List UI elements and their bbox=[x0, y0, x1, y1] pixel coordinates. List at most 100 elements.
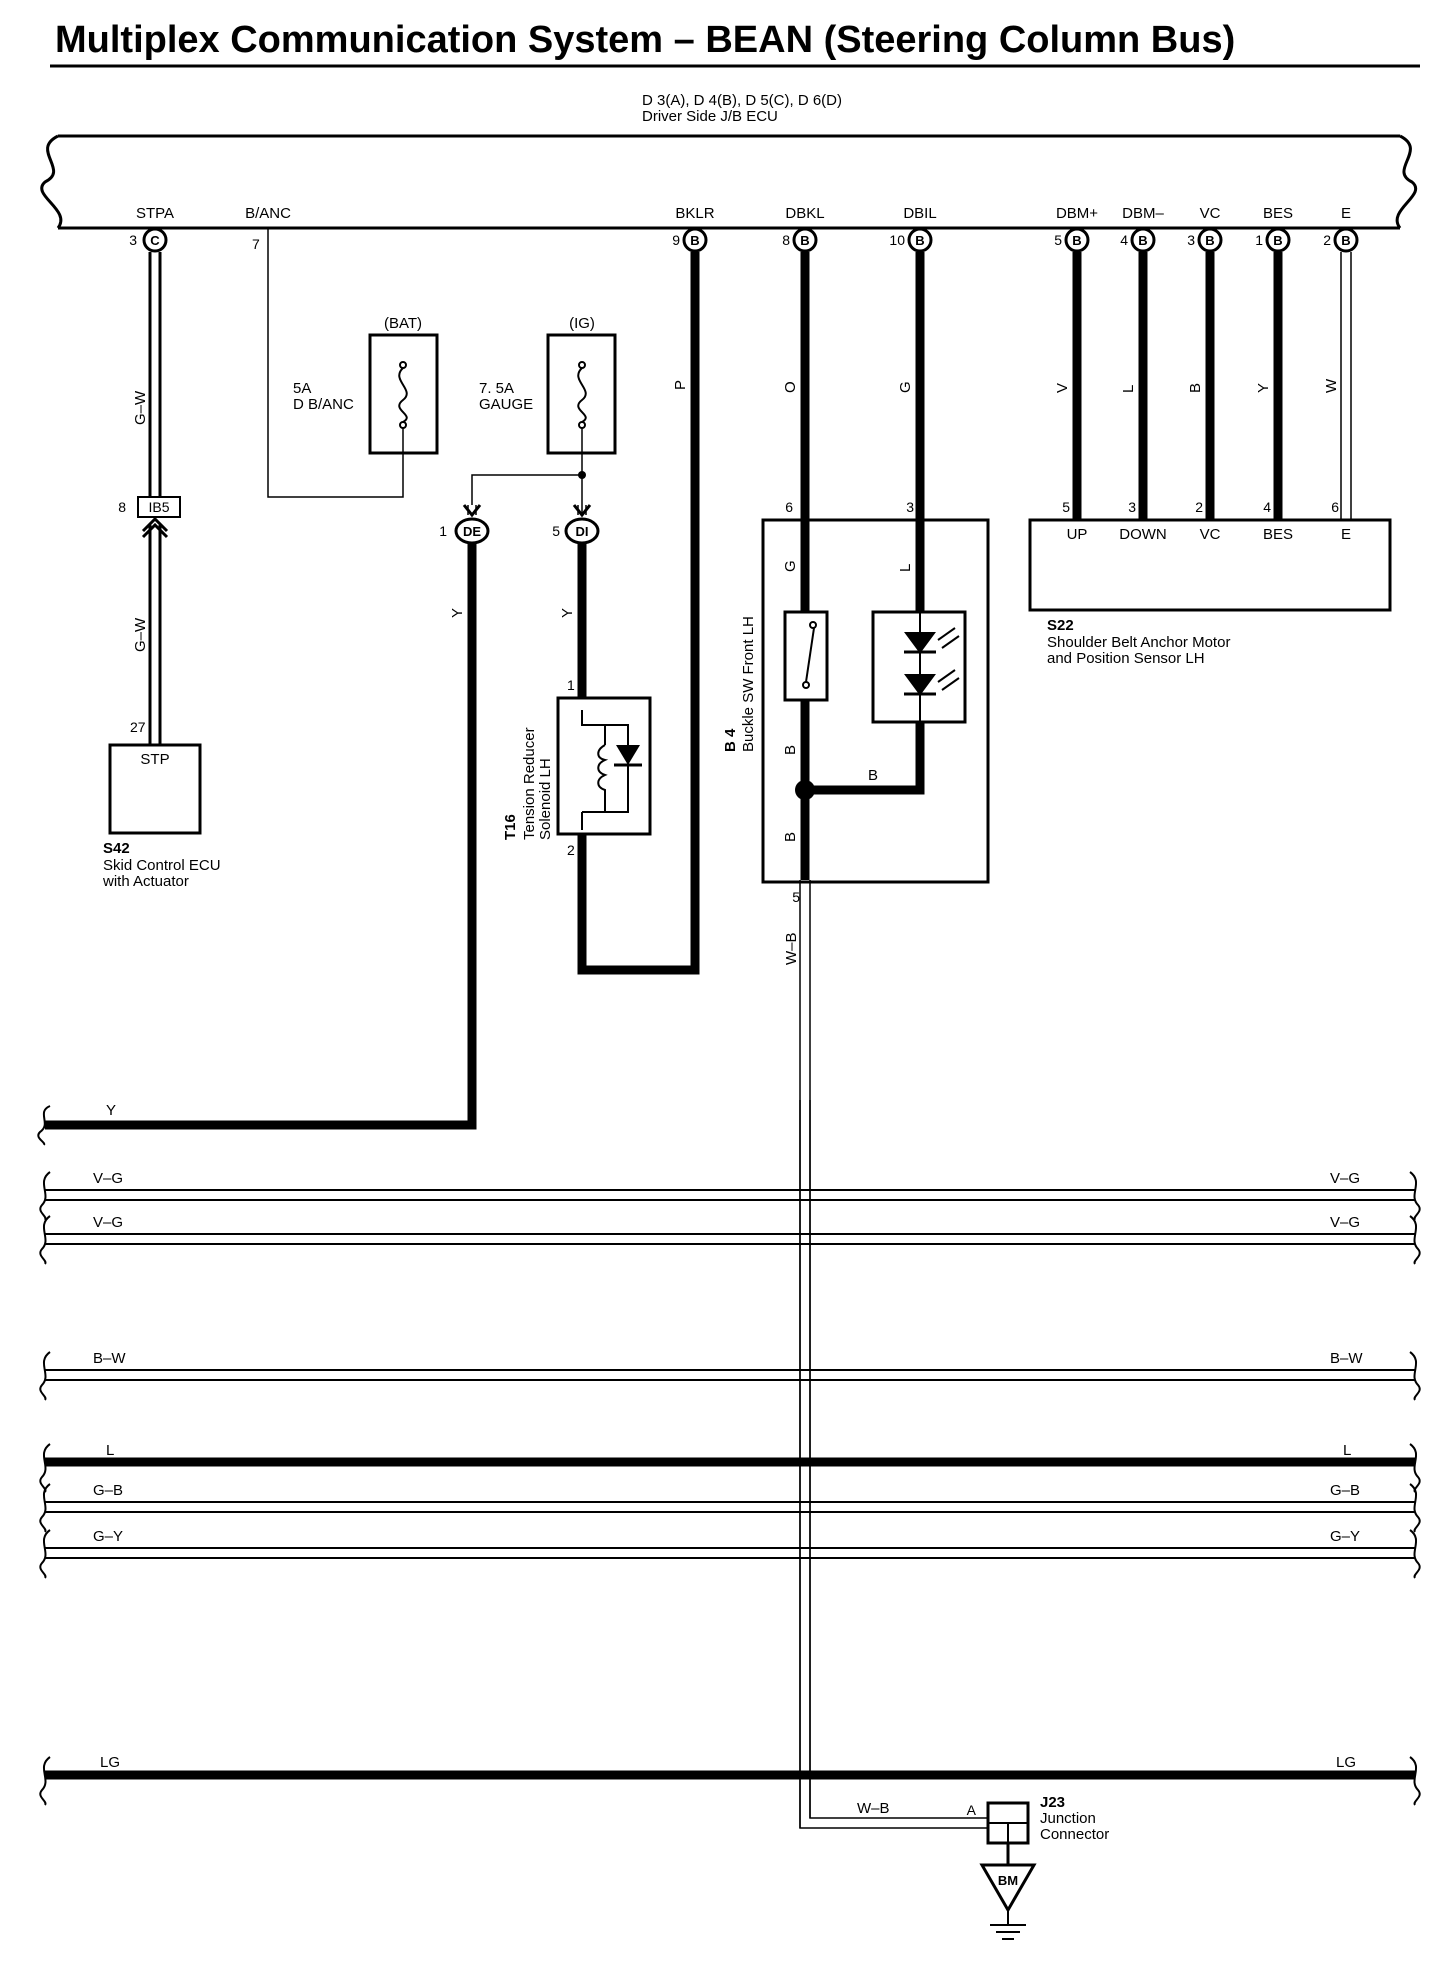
wire-banc bbox=[267, 228, 404, 498]
t16-name-line2: Solenoid LH bbox=[537, 758, 554, 840]
b4-led-icon bbox=[904, 612, 960, 722]
svg-text:10: 10 bbox=[889, 232, 905, 248]
ground-icon bbox=[979, 1863, 1037, 1913]
svg-text:5: 5 bbox=[1054, 232, 1062, 248]
svg-text:DOWN: DOWN bbox=[1119, 526, 1167, 543]
ground-symbol-icon bbox=[990, 1910, 1026, 1940]
wires-s22 bbox=[1072, 252, 1283, 520]
s42-code: S42 bbox=[103, 840, 130, 857]
b4-switch-icon bbox=[802, 621, 817, 689]
t16-code: T16 bbox=[502, 814, 519, 840]
fuse-bat-rating: 5A bbox=[293, 380, 311, 397]
wire-ground bbox=[799, 880, 988, 1829]
bus-l bbox=[39, 1443, 1421, 1493]
fuse-bat-icon bbox=[398, 361, 408, 429]
svg-text:B: B bbox=[690, 233, 699, 248]
wire-label-stpa: G–W bbox=[132, 390, 149, 425]
wire-label-ground-horizontal: W–B bbox=[857, 1800, 890, 1817]
b4-code: B 4 bbox=[722, 728, 739, 752]
t16-diode-icon bbox=[616, 745, 640, 765]
svg-text:9: 9 bbox=[672, 232, 680, 248]
fuse-ig-icon bbox=[577, 361, 587, 429]
terminal-vc: VC bbox=[1200, 205, 1221, 222]
terminal-dbkl: DBKL bbox=[785, 205, 824, 222]
svg-text:7: 7 bbox=[252, 236, 260, 252]
svg-text:B: B bbox=[1205, 233, 1214, 248]
svg-text:B: B bbox=[1072, 233, 1081, 248]
svg-text:Y: Y bbox=[1255, 383, 1272, 393]
svg-text:3: 3 bbox=[1128, 499, 1136, 515]
wire-b4-led-return bbox=[805, 722, 925, 795]
wire-stpa bbox=[141, 252, 169, 745]
s22-name-line1: Shoulder Belt Anchor Motor bbox=[1047, 634, 1230, 651]
component-t16 bbox=[556, 696, 652, 836]
ecu-pin-letters: C B B B B B B B B bbox=[150, 233, 1350, 248]
b4-pin-switch: 6 bbox=[785, 499, 793, 515]
bus-gb bbox=[39, 1483, 1421, 1533]
svg-text:4: 4 bbox=[1263, 499, 1271, 515]
bus-vg-1 bbox=[39, 1171, 1421, 1221]
wire-label-ground: W–B bbox=[783, 932, 800, 965]
connector-ib5 bbox=[137, 496, 181, 518]
terminal-e: E bbox=[1341, 205, 1351, 222]
terminal-dbm-plus: DBM+ bbox=[1056, 205, 1098, 222]
s22-name-line2: and Position Sensor LH bbox=[1047, 650, 1205, 667]
wire-label-b4-junction: B bbox=[868, 767, 878, 784]
bus-gy-left: G–Y bbox=[93, 1528, 123, 1545]
svg-text:2: 2 bbox=[1323, 232, 1331, 248]
svg-text:B: B bbox=[800, 233, 809, 248]
ecu-pin-numbers: 3 7 9 8 10 5 4 3 1 2 bbox=[129, 232, 1331, 252]
ground-label: BM bbox=[998, 1873, 1018, 1888]
terminal-dbil: DBIL bbox=[903, 205, 936, 222]
fuse-bat-label: (BAT) bbox=[384, 315, 422, 332]
ecu-terminal-labels: STPA B/ANC BKLR DBKL DBIL DBM+ DBM– VC B… bbox=[136, 205, 1351, 222]
svg-text:B: B bbox=[915, 233, 924, 248]
svg-text:E: E bbox=[1341, 526, 1351, 543]
bus-vg-1-left: V–G bbox=[93, 1170, 123, 1187]
terminal-banc: B/ANC bbox=[245, 205, 291, 222]
j23-name-line2: Connector bbox=[1040, 1826, 1109, 1843]
component-s22 bbox=[1028, 518, 1392, 612]
svg-text:4: 4 bbox=[1120, 232, 1128, 248]
bus-vg-2-right: V–G bbox=[1330, 1214, 1360, 1231]
bus-y-break-icon bbox=[37, 1105, 51, 1146]
ecu-connectors: D 3(A), D 4(B), D 5(C), D 6(D) bbox=[642, 92, 842, 109]
bus-lg-right: LG bbox=[1336, 1754, 1356, 1771]
s22-wire-labels: V L B Y W bbox=[1054, 378, 1340, 393]
bus-l-left: L bbox=[106, 1442, 114, 1459]
fuse-bat-name: D B/ANC bbox=[293, 396, 354, 413]
svg-text:BES: BES bbox=[1263, 526, 1293, 543]
fuse-bat-box bbox=[368, 333, 439, 455]
wire-label-b4-led: L bbox=[897, 564, 914, 572]
wire-label-de: Y bbox=[449, 608, 466, 618]
svg-text:VC: VC bbox=[1200, 526, 1221, 543]
b4-pin-led: 3 bbox=[906, 499, 914, 515]
wire-label-di: Y bbox=[559, 608, 576, 618]
bus-vg-2 bbox=[39, 1215, 1421, 1265]
wire-de bbox=[45, 543, 477, 1130]
ecu-name: Driver Side J/B ECU bbox=[642, 108, 778, 125]
svg-text:3: 3 bbox=[1187, 232, 1195, 248]
bus-y-label: Y bbox=[106, 1102, 116, 1119]
wire-e bbox=[1340, 252, 1352, 520]
svg-text:B: B bbox=[1273, 233, 1282, 248]
s42-name-line1: Skid Control ECU bbox=[103, 857, 221, 874]
connector-ib5-label: IB5 bbox=[148, 499, 169, 515]
svg-text:L: L bbox=[1120, 385, 1137, 393]
svg-text:B: B bbox=[1341, 233, 1350, 248]
s42-terminal: STP bbox=[140, 751, 169, 768]
connector-di-pin: 5 bbox=[552, 523, 560, 539]
bus-bw-left: B–W bbox=[93, 1350, 126, 1367]
component-s42 bbox=[108, 743, 202, 835]
svg-text:B: B bbox=[1187, 383, 1204, 393]
ecu-pin-connectors bbox=[142, 227, 1359, 253]
ig-arrows bbox=[462, 504, 592, 518]
terminal-stpa: STPA bbox=[136, 205, 174, 222]
bus-lg bbox=[39, 1756, 1421, 1806]
j23-pin: A bbox=[967, 1802, 977, 1818]
bus-l-right: L bbox=[1343, 1442, 1351, 1459]
svg-text:UP: UP bbox=[1067, 526, 1088, 543]
wire-label-dbkl: O bbox=[782, 381, 799, 393]
fuse-ig-rating: 7. 5A bbox=[479, 380, 514, 397]
